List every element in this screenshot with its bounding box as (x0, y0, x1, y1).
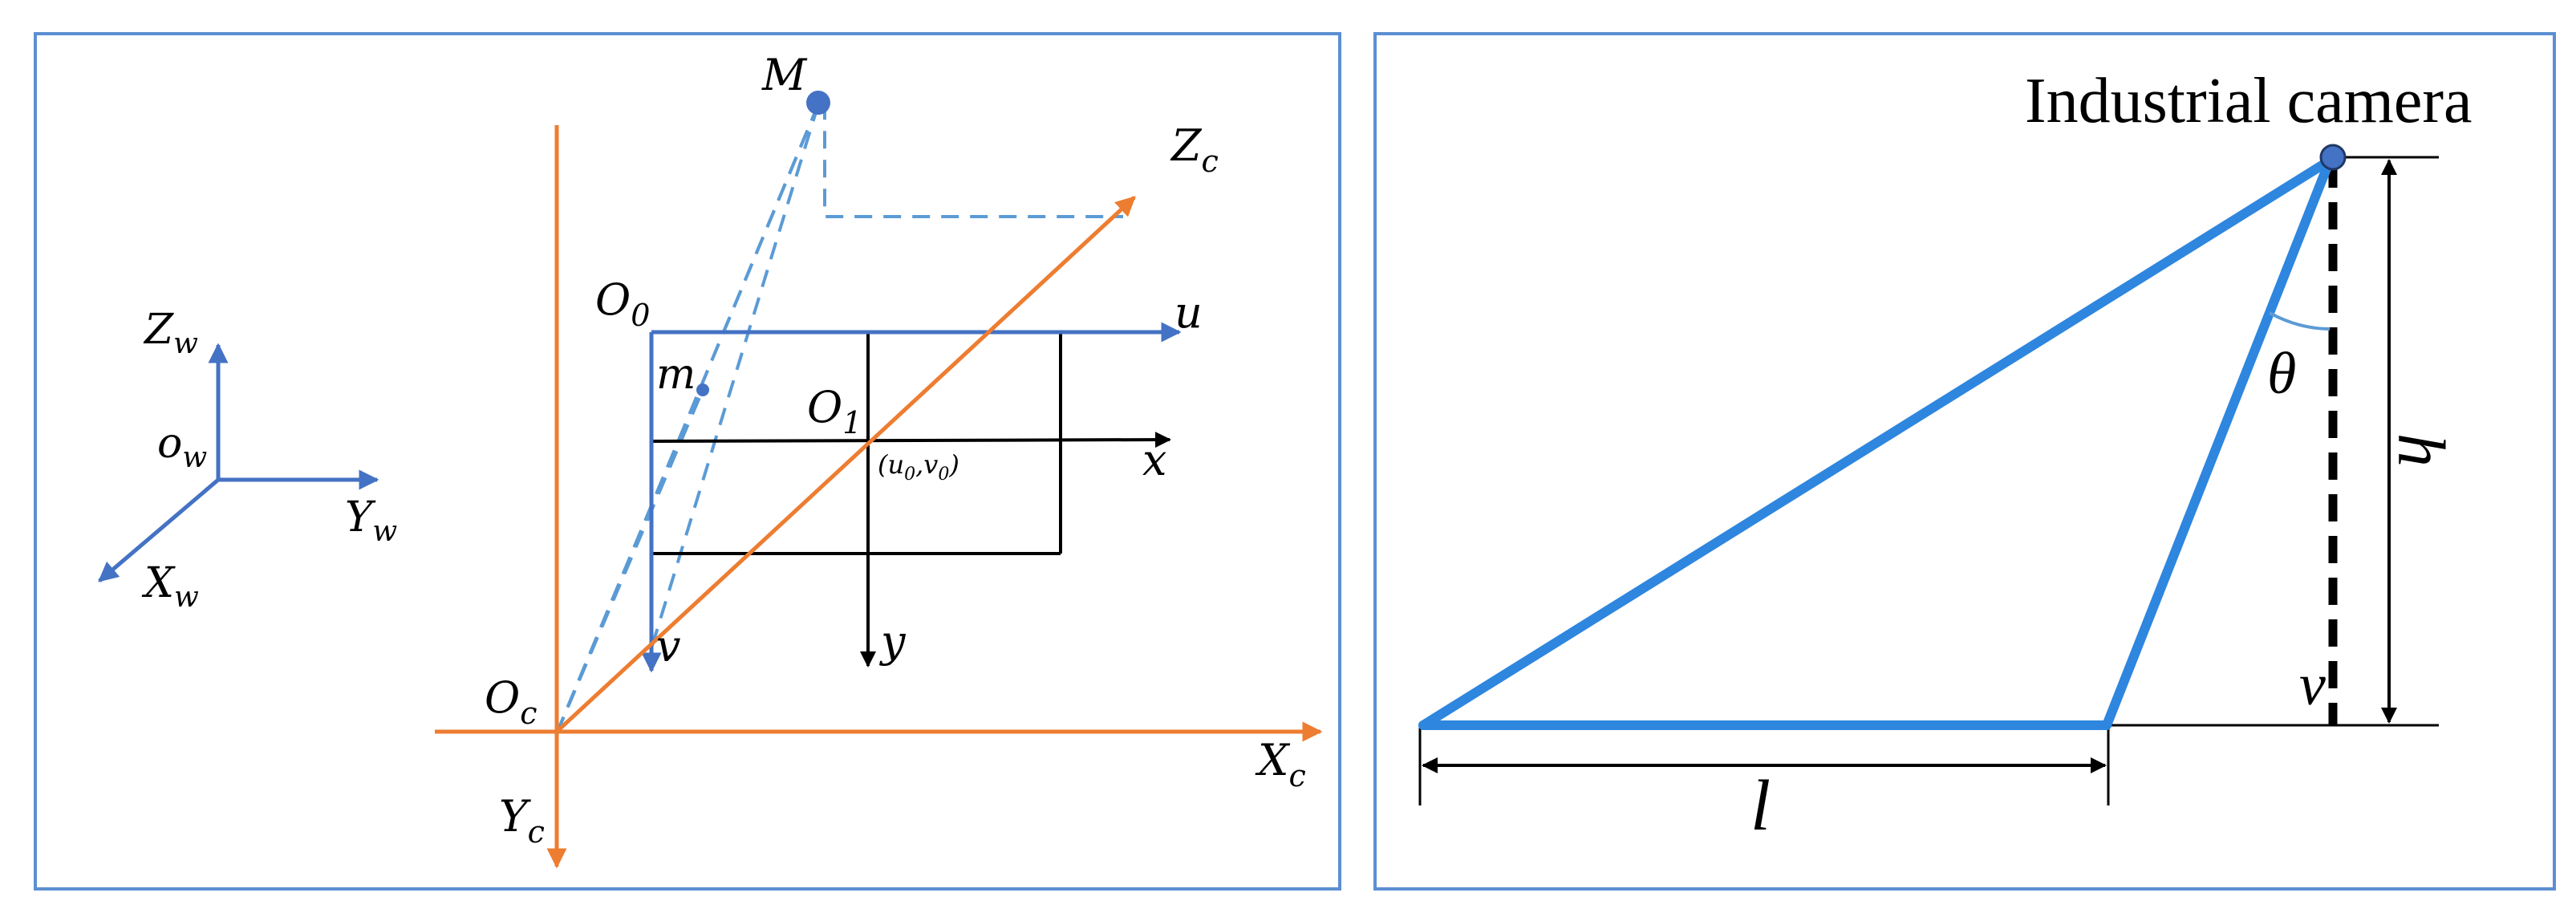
image-x-axis (651, 432, 1171, 448)
point-m (696, 383, 709, 396)
right-panel-frame (1373, 32, 2556, 891)
world-x-axis (98, 478, 220, 582)
world-origin-label: ow (157, 420, 207, 474)
theta-angle-arc (2269, 311, 2331, 331)
left-panel-frame (34, 32, 1341, 891)
camera-x-label: Xc (1255, 735, 1306, 793)
world-y-label: Yw (345, 493, 397, 548)
camera-z-label: Zc (1170, 120, 1219, 179)
camera-y-label: Yc (499, 791, 545, 850)
industrial-camera-label: Industrial camera (2025, 66, 2473, 136)
right-panel: Industrial camera θ h v l (1373, 32, 2556, 891)
image-x-label: x (1142, 435, 1166, 485)
pixel-v-label: v (656, 621, 681, 671)
ray-m-elbow (817, 103, 1123, 218)
h-label: h (2383, 433, 2458, 467)
triangle-long-side (1418, 156, 2335, 730)
left-panel: Zw ow Yw Xw (34, 32, 1341, 891)
camera-axes (435, 125, 1323, 869)
l-label: l (1750, 766, 1771, 846)
industrial-camera-point (2319, 144, 2347, 171)
point-M (806, 91, 830, 115)
point-M-label: M (761, 50, 808, 100)
world-axes: Zw ow Yw Xw (98, 306, 397, 614)
triangle-short-side (2102, 156, 2335, 730)
theta-label: θ (2267, 341, 2296, 407)
pixel-origin-label: O0 (595, 274, 650, 333)
image-origin-label: O1 (807, 382, 862, 440)
camera-origin-label: Oc (485, 672, 538, 731)
world-x-label: Xw (141, 559, 199, 614)
principal-point-label: (u0,v0) (878, 449, 959, 485)
point-m-label: m (656, 351, 696, 399)
image-y-label: y (879, 616, 907, 667)
dimension-lines (1418, 156, 2439, 805)
pixel-axes (641, 322, 1182, 673)
image-plane (651, 332, 1171, 667)
ray-oc-small-m (555, 389, 704, 734)
world-z-label: Zw (143, 306, 198, 360)
ray-m-to-v (650, 103, 820, 649)
camera-z-axis (555, 196, 1136, 733)
pixel-u-label: u (1174, 287, 1203, 338)
v-label: v (2299, 652, 2326, 718)
sight-triangle (1418, 156, 2335, 730)
